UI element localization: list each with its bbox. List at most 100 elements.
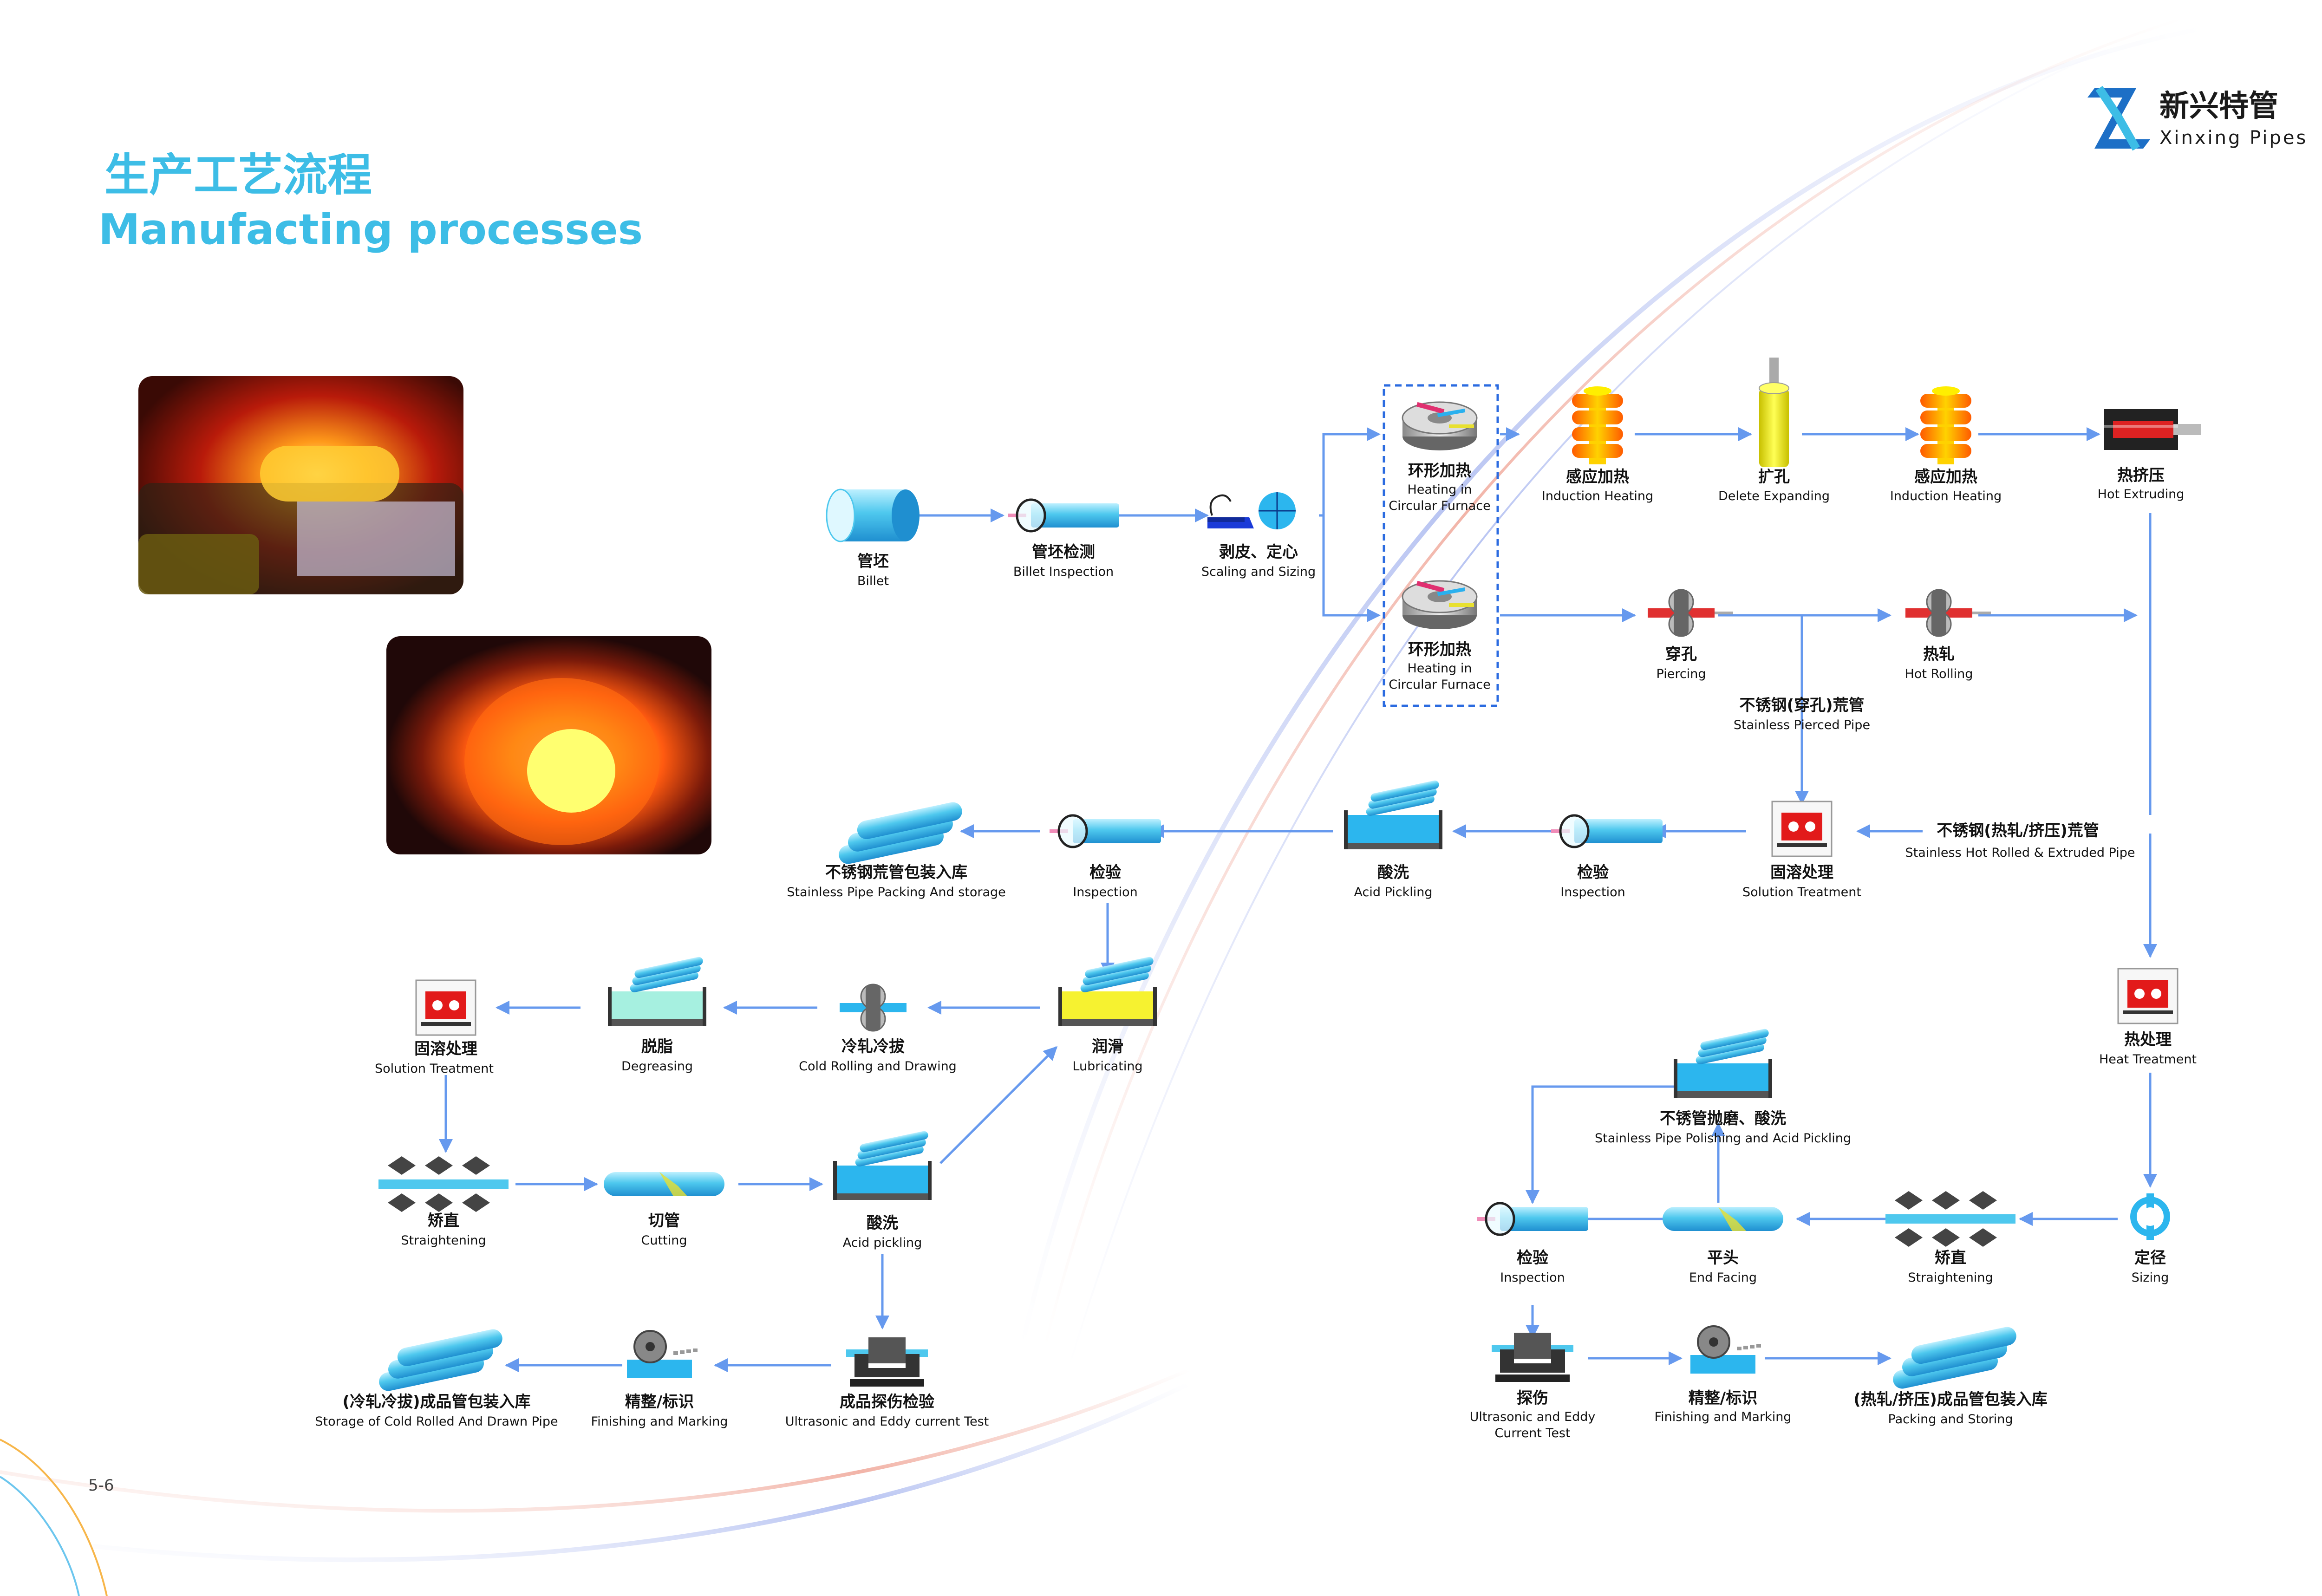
step-scaling-sizing: 剥皮、定心 Scaling and Sizing [1201,491,1316,579]
svg-text:Inspection: Inspection [1500,1270,1565,1285]
svg-text:Stainless Pierced Pipe: Stainless Pierced Pipe [1734,718,1870,732]
svg-text:Induction Heating: Induction Heating [1890,489,2002,503]
svg-text:Stainless Pipe Polishing and A: Stainless Pipe Polishing and Acid Pickli… [1595,1131,1851,1146]
svg-text:不锈钢荒管包装入库: 不锈钢荒管包装入库 [825,863,967,882]
step-hot-rolling: 热轧 Hot Rolling [1905,589,1992,681]
svg-text:Solution Treatment: Solution Treatment [375,1062,494,1076]
svg-text:定径: 定径 [2134,1249,2166,1267]
step-induction-heating-1: 感应加热 Induction Heating [1542,386,1653,503]
svg-text:Heating in: Heating in [1408,482,1472,497]
step-storage-cold: (冷轧冷拔)成品管包装入库 Storage of Cold Rolled And… [315,1327,558,1429]
svg-text:不锈钢(热轧/挤压)荒管: 不锈钢(热轧/挤压)荒管 [1937,821,2099,840]
svg-text:Billet Inspection: Billet Inspection [1013,565,1114,579]
step-polishing-acid-pickling: 不锈管抛磨、酸洗 Stainless Pipe Polishing and Ac… [1595,1028,1851,1146]
svg-text:Lubricating: Lubricating [1072,1059,1142,1074]
step-straightening-1: 矫直 Straightening [378,1156,509,1248]
svg-text:Piercing: Piercing [1657,667,1706,681]
svg-text:不锈钢(穿孔)荒管: 不锈钢(穿孔)荒管 [1739,696,1864,715]
svg-text:(热轧/挤压)成品管包装入库: (热轧/挤压)成品管包装入库 [1853,1390,2048,1409]
svg-text:Solution Treatment: Solution Treatment [1742,885,1861,899]
svg-text:热处理: 热处理 [2124,1030,2172,1049]
svg-text:探伤: 探伤 [1517,1389,1548,1407]
label-stainless-hot-rolled-pipe: 不锈钢(热轧/挤压)荒管 Stainless Hot Rolled & Extr… [1905,815,2155,860]
step-piercing: 穿孔 Piercing [1647,589,1734,681]
step-finishing-1: 精整/标识 Finishing and Marking [591,1330,728,1429]
svg-text:切管: 切管 [648,1212,680,1230]
svg-text:检验: 检验 [1089,863,1121,882]
svg-text:热挤压: 热挤压 [2117,466,2165,485]
brand-name-en: Xinxing Pipes [2159,127,2308,149]
step-packing-storage: 不锈钢荒管包装入库 Stainless Pipe Packing And sto… [787,800,1006,899]
svg-text:Scaling and Sizing: Scaling and Sizing [1201,565,1316,579]
page-number: 5-6 [88,1476,114,1495]
svg-text:精整/标识: 精整/标识 [625,1393,694,1411]
svg-text:Induction Heating: Induction Heating [1542,489,1653,503]
svg-text:Circular Furnace: Circular Furnace [1389,677,1490,692]
svg-text:酸洗: 酸洗 [1377,863,1409,882]
step-furnace-bottom: 环形加热 Heating in Circular Furnace [1389,580,1491,692]
step-delete-expanding: 扩孔 Delete Expanding [1718,357,1830,503]
svg-text:管坯检测: 管坯检测 [1032,543,1095,561]
brand-name-cn: 新兴特管 [2159,89,2278,124]
photo-hot-billet [138,376,463,594]
page-title-en: Manufacting processes [98,205,643,254]
svg-text:Billet: Billet [857,574,889,588]
svg-text:扩孔: 扩孔 [1758,468,1790,486]
label-stainless-pierced-pipe: 不锈钢(穿孔)荒管 Stainless Pierced Pipe [1734,696,1870,732]
svg-text:热轧: 热轧 [1923,645,1955,664]
step-acid-pickling-1: 酸洗 Acid Pickling [1344,780,1443,899]
decorative-swoosh [0,17,2206,1596]
brand-logo: 新兴特管 Xinxing Pipes [2087,86,2308,151]
svg-text:Circular Furnace: Circular Furnace [1389,499,1490,513]
svg-text:Hot Rolling: Hot Rolling [1905,667,1973,681]
svg-text:成品探伤检验: 成品探伤检验 [840,1393,934,1411]
svg-text:Packing and Storing: Packing and Storing [1888,1412,2013,1427]
svg-text:Degreasing: Degreasing [621,1059,693,1074]
svg-text:Stainless Hot Rolled & Extrude: Stainless Hot Rolled & Extruded Pipe [1905,846,2135,860]
step-acid-pickling-2: 酸洗 Acid pickling [833,1130,932,1250]
step-ultrasonic-1: 成品探伤检验 Ultrasonic and Eddy current Test [785,1337,989,1429]
step-hot-extruding: 热挤压 Hot Extruding [2098,409,2201,502]
svg-text:Delete Expanding: Delete Expanding [1718,489,1830,503]
step-inspection-2: 检验 Inspection [1050,815,1161,899]
svg-text:Ultrasonic and Eddy: Ultrasonic and Eddy [1470,1410,1596,1424]
step-end-facing: 平头 End Facing [1663,1207,1783,1285]
step-lubricating: 润滑 Lubricating [1058,956,1157,1074]
svg-text:环形加热: 环形加热 [1408,640,1471,659]
svg-text:酸洗: 酸洗 [867,1214,898,1232]
svg-text:检验: 检验 [1517,1249,1548,1267]
photo-hot-pipe-end [386,636,711,854]
svg-text:Sizing: Sizing [2132,1270,2169,1285]
svg-text:Heating in: Heating in [1408,661,1472,676]
svg-text:感应加热: 感应加热 [1566,468,1629,486]
step-ultrasonic-2: 探伤 Ultrasonic and Eddy Current Test [1470,1333,1596,1440]
step-cutting: 切管 Cutting [604,1172,724,1248]
svg-text:润滑: 润滑 [1092,1037,1123,1056]
svg-text:Heat Treatment: Heat Treatment [2099,1052,2197,1067]
step-finishing-2: 精整/标识 Finishing and Marking [1655,1325,1791,1424]
svg-text:环形加热: 环形加热 [1408,462,1471,480]
flow-arrows [439,427,2157,1372]
svg-text:(冷轧冷拔)成品管包装入库: (冷轧冷拔)成品管包装入库 [342,1393,530,1411]
step-billet: 管坯 Billet [826,489,920,588]
svg-text:穿孔: 穿孔 [1665,645,1697,664]
svg-text:矫直: 矫直 [1935,1249,1966,1267]
svg-text:Storage of Cold Rolled And Dra: Storage of Cold Rolled And Drawn Pipe [315,1414,558,1429]
step-billet-inspection: 管坯检测 Billet Inspection [1008,500,1119,579]
svg-text:不锈管抛磨、酸洗: 不锈管抛磨、酸洗 [1660,1109,1786,1128]
furnace-group-box [1383,384,1499,707]
svg-text:管坯: 管坯 [857,552,889,571]
svg-text:Inspection: Inspection [1073,885,1137,899]
svg-text:End Facing: End Facing [1689,1270,1757,1285]
step-solution-treatment-2: 固溶处理 Solution Treatment [375,979,494,1076]
svg-text:冷轧冷拔: 冷轧冷拔 [841,1037,905,1056]
step-cold-rolling: 冷轧冷拔 Cold Rolling and Drawing [799,984,957,1074]
svg-text:平头: 平头 [1707,1249,1739,1267]
svg-text:Ultrasonic and Eddy current Te: Ultrasonic and Eddy current Test [785,1414,989,1429]
step-packing-hot: (热轧/挤压)成品管包装入库 Packing and Storing [1853,1325,2048,1427]
svg-text:Cutting: Cutting [641,1233,687,1248]
svg-text:Acid pickling: Acid pickling [843,1236,922,1250]
step-sizing: 定径 Sizing [2132,1193,2169,1285]
svg-text:检验: 检验 [1577,863,1609,882]
